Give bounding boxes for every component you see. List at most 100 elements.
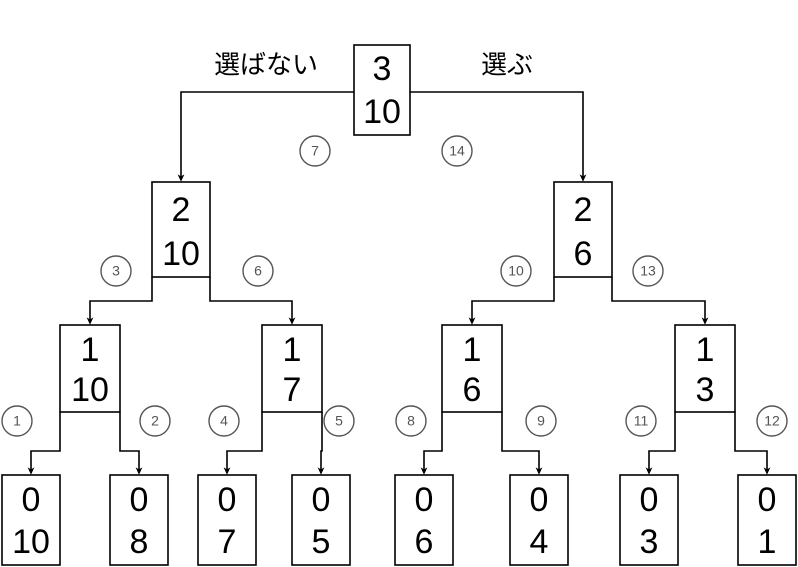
- order-badge-label: 14: [449, 143, 465, 159]
- node-l1[interactable]: 2 10: [151, 181, 211, 278]
- node-r1-box[interactable]: [553, 181, 613, 278]
- node-l1-value-top: 2: [172, 191, 191, 229]
- order-badge-label: 12: [764, 413, 780, 429]
- node-leaf7-box[interactable]: [619, 474, 679, 566]
- node-leaf2-box[interactable]: [109, 474, 169, 566]
- node-leaf7-value-top: 0: [640, 481, 659, 519]
- node-r2a-box[interactable]: [441, 324, 503, 413]
- edge-l2a-to-leaf2: [119, 412, 143, 475]
- node-l2b-value-bottom: 7: [283, 371, 302, 409]
- node-root-box[interactable]: [353, 44, 411, 136]
- node-l1-value-bottom: 10: [162, 235, 200, 273]
- node-r2b-box[interactable]: [674, 324, 736, 413]
- order-badge-circle-icon: [208, 405, 240, 437]
- node-leaf5-box[interactable]: [394, 474, 454, 566]
- order-badge-label: 11: [634, 413, 649, 429]
- order-badge-6: 6: [242, 255, 274, 287]
- node-leaf6-box[interactable]: [509, 474, 569, 566]
- node-root[interactable]: 3 10: [353, 44, 411, 136]
- edge-root-to-right: [410, 91, 587, 182]
- node-leaf8-value-top: 0: [758, 481, 777, 519]
- order-badge-label: 9: [537, 413, 545, 429]
- order-badge-circle-icon: [632, 255, 664, 287]
- order-badge-11: 11: [625, 405, 657, 437]
- order-badge-14: 14: [441, 135, 473, 167]
- order-badge-5: 5: [323, 405, 355, 437]
- node-leaf2[interactable]: 0 8: [109, 474, 169, 566]
- order-badge-label: 2: [151, 413, 159, 429]
- node-l2b-box[interactable]: [261, 324, 323, 413]
- edge-r2b-to-leaf7: [645, 412, 676, 475]
- order-badge-label: 4: [220, 413, 228, 429]
- edge-l1-to-l2b: [209, 277, 296, 325]
- node-l2a-box[interactable]: [59, 324, 121, 413]
- node-leaf2-value-bottom: 8: [130, 523, 149, 561]
- node-leaf6[interactable]: 0 4: [509, 474, 569, 566]
- node-leaf4-value-top: 0: [312, 481, 331, 519]
- order-badge-label: 8: [407, 413, 415, 429]
- node-root-value-bottom: 10: [363, 93, 401, 131]
- order-badge-label: 1: [13, 413, 21, 429]
- node-r1-value-top: 2: [574, 191, 593, 229]
- order-badge-label: 7: [311, 143, 319, 159]
- node-leaf6-value-bottom: 4: [530, 523, 549, 561]
- node-leaf6-value-top: 0: [530, 481, 549, 519]
- node-leaf8-box[interactable]: [737, 474, 797, 566]
- node-l2a-value-top: 1: [81, 331, 100, 369]
- order-badge-circle-icon: [323, 405, 355, 437]
- edge-r2a-to-leaf5: [420, 412, 443, 475]
- node-r2a[interactable]: 1 6: [441, 324, 503, 413]
- order-badge-label: 13: [640, 263, 656, 279]
- order-badge-circle-icon: [441, 135, 473, 167]
- node-l2b[interactable]: 1 7: [261, 324, 323, 413]
- node-leaf8[interactable]: 0 1: [737, 474, 797, 566]
- badges-group: 7 14 3 6 10 13: [1, 135, 788, 437]
- order-badge-circle-icon: [756, 405, 788, 437]
- node-leaf3-value-bottom: 7: [218, 523, 237, 561]
- node-leaf8-value-bottom: 1: [758, 523, 777, 561]
- node-leaf3-box[interactable]: [197, 474, 257, 566]
- node-leaf5[interactable]: 0 6: [394, 474, 454, 566]
- node-leaf2-value-top: 0: [130, 481, 149, 519]
- order-badge-2: 2: [139, 405, 171, 437]
- node-leaf4[interactable]: 0 5: [291, 474, 351, 566]
- node-r2b[interactable]: 1 3: [674, 324, 736, 413]
- order-badge-10: 10: [500, 255, 532, 287]
- branch-label-left: 選ばない: [214, 51, 318, 81]
- edge-l2b-to-leaf3: [223, 412, 263, 475]
- order-badge-1: 1: [1, 405, 33, 437]
- edge-root-to-left: [177, 91, 354, 182]
- node-r2b-value-top: 1: [696, 331, 715, 369]
- edge-l2a-to-leaf1: [27, 412, 61, 475]
- order-badge-13: 13: [632, 255, 664, 287]
- nodes-group: 3 10 2 10 2 6 1 10 1 7: [1, 44, 797, 566]
- order-badge-circle-icon: [500, 255, 532, 287]
- node-leaf5-value-top: 0: [415, 481, 434, 519]
- order-badge-label: 5: [335, 413, 343, 429]
- order-badge-label: 10: [508, 263, 524, 279]
- order-badge-circle-icon: [100, 255, 132, 287]
- node-r2b-value-bottom: 3: [696, 371, 715, 409]
- node-r1[interactable]: 2 6: [553, 181, 613, 278]
- edge-r2b-to-leaf8: [734, 412, 771, 475]
- node-leaf1-box[interactable]: [1, 474, 61, 566]
- node-l2a[interactable]: 1 10: [59, 324, 121, 413]
- order-badge-label: 6: [254, 263, 262, 279]
- node-r1-value-bottom: 6: [574, 235, 593, 273]
- node-leaf4-box[interactable]: [291, 474, 351, 566]
- order-badge-circle-icon: [395, 405, 427, 437]
- order-badge-circle-icon: [139, 405, 171, 437]
- order-badge-circle-icon: [242, 255, 274, 287]
- node-leaf1-value-top: 0: [22, 481, 41, 519]
- node-leaf7[interactable]: 0 3: [619, 474, 679, 566]
- order-badge-label: 3: [112, 263, 120, 279]
- node-leaf3[interactable]: 0 7: [197, 474, 257, 566]
- node-r2a-value-bottom: 6: [463, 371, 482, 409]
- node-leaf1-value-bottom: 10: [12, 523, 50, 561]
- node-r2a-value-top: 1: [463, 331, 482, 369]
- node-l1-box[interactable]: [151, 181, 211, 278]
- order-badge-3: 3: [100, 255, 132, 287]
- node-leaf1[interactable]: 0 10: [1, 474, 61, 566]
